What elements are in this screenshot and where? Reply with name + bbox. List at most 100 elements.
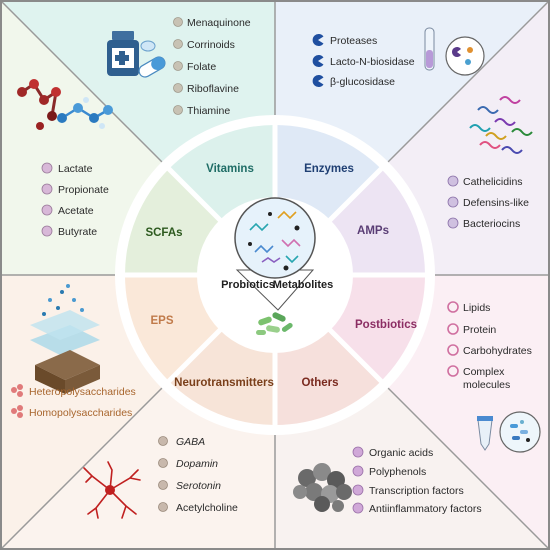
bullet-icon xyxy=(352,484,364,496)
enzymes-list: Proteases Lacto-N-biosidase β-glucosidas… xyxy=(312,34,415,88)
vitamins-list: Menaquinone Corrinoids Folate Riboflavin… xyxy=(173,17,251,117)
enzyme-pacman-icon xyxy=(312,34,324,47)
neurotransmitter-item: Serotonin xyxy=(176,480,221,492)
postbiotic-item: Protein xyxy=(463,324,496,336)
segment-label-enzymes: Enzymes xyxy=(304,163,354,175)
substrate-icon xyxy=(467,47,473,53)
bullet-icon xyxy=(41,183,53,195)
ring-bullet-icon xyxy=(447,344,459,356)
postbiotic-item: molecules xyxy=(463,379,510,391)
segment-label-neurotransmitters: Neurotransmitters xyxy=(174,377,274,389)
eps-list: Heteropolysaccharides Homopolysaccharide… xyxy=(11,384,136,419)
enzyme-item: Proteases xyxy=(330,35,377,47)
test-tube-icon xyxy=(424,27,435,71)
polysaccharide-icon xyxy=(11,405,23,418)
bullet-icon xyxy=(158,458,168,468)
scfa-item: Butyrate xyxy=(58,226,97,238)
bullet-icon xyxy=(352,465,364,477)
panel-others: Organic acids Polyphenols Transcription … xyxy=(293,446,482,515)
amp-item: Cathelicidins xyxy=(463,176,523,188)
others-item: Organic acids xyxy=(369,447,433,459)
molecule-dot xyxy=(283,265,289,271)
postbiotic-item: Lipids xyxy=(463,302,490,314)
molecule-dot xyxy=(294,225,300,231)
segment-label-eps: EPS xyxy=(150,315,173,327)
cell-fragments-icon xyxy=(510,420,530,442)
vitamin-item: Menaquinone xyxy=(187,17,251,29)
bullet-icon xyxy=(173,105,183,115)
molecule-dot xyxy=(248,242,252,246)
panel-vitamins: Menaquinone Corrinoids Folate Riboflavin… xyxy=(107,17,251,117)
neurotransmitter-item: GABA xyxy=(176,436,205,448)
vitamin-item: Thiamine xyxy=(187,105,230,117)
neurotransmitters-list: GABA Dopamin Serotonin Acetylcholine xyxy=(158,436,238,514)
vitamin-bottle-icon xyxy=(107,31,139,76)
others-item: Antiinflammatory factors xyxy=(369,503,482,515)
eps-item: Heteropolysaccharides xyxy=(29,386,136,398)
center-illustration: Probiotics Metabolites xyxy=(221,197,334,335)
scfa-item: Lactate xyxy=(58,163,93,175)
enzyme-pacman-icon xyxy=(312,55,324,68)
postbiotic-item: Carbohydrates xyxy=(463,345,532,357)
bullet-icon xyxy=(158,480,168,490)
polysaccharide-icon xyxy=(11,384,23,397)
neurotransmitter-item: Acetylcholine xyxy=(176,502,238,514)
center-label-metabolites: Metabolites xyxy=(273,279,334,291)
microtube-icon xyxy=(477,416,493,451)
tablet-icon xyxy=(140,40,156,52)
bullet-icon xyxy=(173,61,183,71)
panel-postbiotics: Lipids Protein Carbohydrates Complex mol… xyxy=(447,301,541,453)
magnifier-lens xyxy=(234,197,316,279)
bullet-icon xyxy=(352,502,364,514)
bullet-icon xyxy=(158,502,168,512)
amp-item: Defensins-like xyxy=(463,197,529,209)
molecule-dot xyxy=(268,212,272,216)
scfa-item: Propionate xyxy=(58,184,109,196)
metabolite-molecules-icon xyxy=(249,210,301,264)
bullet-icon xyxy=(158,436,168,446)
bullet-icon xyxy=(41,204,53,216)
segment-label-others: Others xyxy=(301,377,338,389)
others-item: Polyphenols xyxy=(369,466,426,478)
segment-label-vitamins: Vitamins xyxy=(206,163,254,175)
segment-label-amps: AMPs xyxy=(357,225,389,237)
biofilm-layers-icon xyxy=(30,284,100,394)
bullet-icon xyxy=(173,17,183,27)
amps-list: Cathelicidins Defensins-like Bacteriocin… xyxy=(447,175,529,230)
neurotransmitter-item: Dopamin xyxy=(176,458,218,470)
ring-bullet-icon xyxy=(447,301,459,313)
probiotic-bacteria-icon xyxy=(256,312,293,335)
postbiotics-list: Lipids Protein Carbohydrates Complex mol… xyxy=(447,301,532,391)
bullet-icon xyxy=(41,162,53,174)
scfa-item: Acetate xyxy=(58,205,94,217)
scfas-list: Lactate Propionate Acetate Butyrate xyxy=(41,162,109,238)
bullet-icon xyxy=(173,39,183,49)
center-label-probiotics: Probiotics xyxy=(221,279,275,291)
bullet-icon xyxy=(447,175,459,187)
others-item: Transcription factors xyxy=(369,485,464,497)
postbiotic-item: Complex xyxy=(463,366,505,378)
enzyme-magnifier-icon xyxy=(445,36,485,76)
ring-bullet-icon xyxy=(447,365,459,377)
neuron-icon xyxy=(83,461,141,519)
segment-label-postbiotics: Postbiotics xyxy=(355,319,417,331)
bullet-icon xyxy=(447,196,459,208)
panel-neurotransmitters: GABA Dopamin Serotonin Acetylcholine xyxy=(83,436,238,519)
panel-amps: Cathelicidins Defensins-like Bacteriocin… xyxy=(447,96,533,230)
enzyme-item: Lacto-N-biosidase xyxy=(330,56,415,68)
vitamin-item: Corrinoids xyxy=(187,39,235,51)
panel-enzymes: Proteases Lacto-N-biosidase β-glucosidas… xyxy=(312,27,485,88)
enzyme-pacman-icon xyxy=(312,75,324,87)
eps-item: Homopolysaccharides xyxy=(29,407,132,419)
panel-scfas: Lactate Propionate Acetate Butyrate xyxy=(17,79,113,238)
segment-label-scfas: SCFAs xyxy=(145,227,182,239)
ring-bullet-icon xyxy=(447,323,459,335)
panel-eps: Heteropolysaccharides Homopolysaccharide… xyxy=(11,284,136,419)
vitamin-item: Riboflavine xyxy=(187,83,239,95)
nanoparticle-cluster-icon xyxy=(293,463,352,512)
pill-capsule-icon xyxy=(138,56,166,78)
bullet-icon xyxy=(41,225,53,237)
others-list: Organic acids Polyphenols Transcription … xyxy=(352,446,482,515)
